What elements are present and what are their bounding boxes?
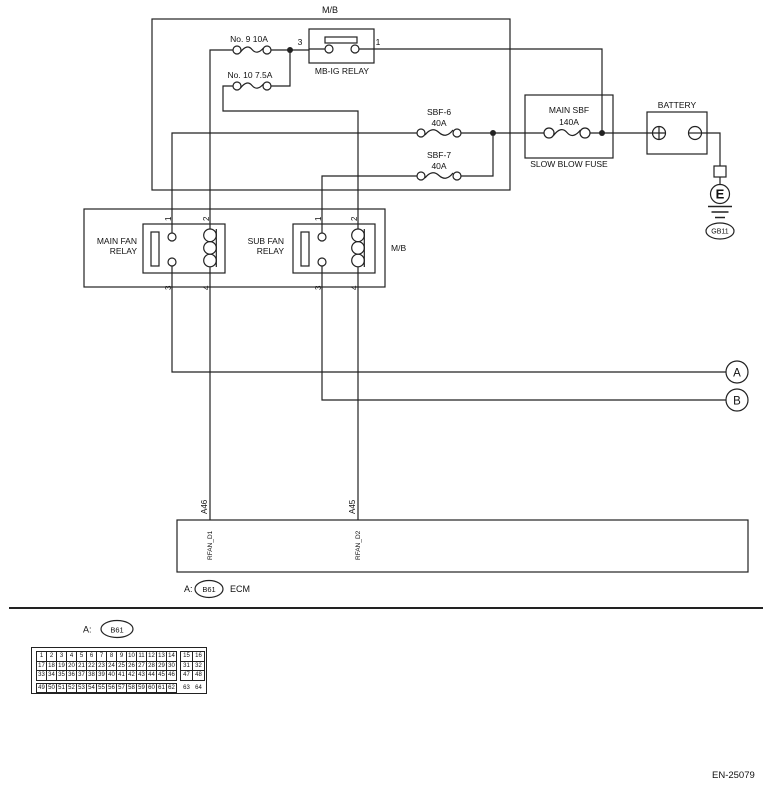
wire-fuse9-to-main-coil — [209, 49, 233, 229]
battery-label: BATTERY — [658, 100, 697, 110]
main-sbf-rating: 140A — [559, 117, 579, 127]
earth-ground-icon — [708, 205, 732, 219]
mbig-pin3-label: 3 — [298, 37, 303, 47]
main-relay-contact-pin1 — [167, 232, 177, 242]
main-fan-relay-label-2: RELAY — [110, 246, 138, 256]
sub-relay-pin4: 4 — [350, 285, 359, 290]
ground-e-circle — [709, 183, 731, 205]
ecm-pin-a45: A45 — [348, 499, 357, 514]
pin-cell: 64 — [192, 682, 205, 693]
ecm-ref-label: B61 — [202, 585, 215, 594]
main-relay-pin2: 2 — [202, 216, 211, 221]
sbf6-name: SBF-6 — [427, 107, 451, 117]
slow-blow-fuse-box — [524, 94, 614, 159]
mbig-relay-outline — [308, 28, 375, 64]
ecm-signal-rfan-d1: RFAN_D1 — [207, 530, 214, 560]
slow-blow-fuse-caption: SLOW BLOW FUSE — [530, 159, 608, 169]
ground-code-ellipse — [705, 222, 735, 240]
ecm-ref-prefix: A: — [184, 584, 193, 594]
sub-relay-pin1: 1 — [314, 216, 323, 221]
battery-negative-terminal-icon — [687, 125, 703, 141]
ground-letter: E — [716, 187, 725, 202]
main-relay-pin3: 3 — [164, 285, 173, 290]
connector-b-circle — [725, 388, 749, 412]
sbf7-name: SBF-7 — [427, 150, 451, 160]
sub-relay-contact-pin3 — [317, 257, 327, 267]
sub-relay-pin3: 3 — [314, 285, 323, 290]
mbig-contact-pin3 — [324, 44, 334, 54]
connector-a-circle — [725, 360, 749, 384]
main-relay-pin1: 1 — [164, 216, 173, 221]
ecm-ref-ellipse — [194, 579, 224, 599]
pinout-ref-label: B61 — [110, 626, 123, 635]
wire-fuse10-riser — [271, 50, 291, 87]
wire-mbig-pin1-to-mainline — [374, 48, 603, 133]
fuse-no9-label: No. 9 10A — [230, 34, 268, 44]
main-fan-relay-label-1: MAIN FAN — [97, 236, 137, 246]
mbig-relay-contact-bar — [324, 36, 358, 44]
relay-mb-box — [83, 208, 386, 288]
fuse-sbf7-symbol — [416, 171, 462, 181]
sbf7-rating: 40A — [431, 161, 446, 171]
connector-b-label: B — [733, 396, 741, 408]
mbig-contact-pin1 — [350, 44, 360, 54]
fusebox-mb-label: M/B — [322, 5, 338, 15]
sub-fan-relay-contact-bar — [300, 231, 310, 267]
junction-dot — [490, 130, 496, 136]
main-sbf-name: MAIN SBF — [549, 105, 589, 115]
main-relay-contact-pin3 — [167, 257, 177, 267]
fusebox-mb-outline — [151, 18, 511, 191]
pin-cell: 62 — [166, 682, 177, 693]
main-fan-relay-outline — [142, 223, 226, 274]
pinout-ref-ellipse — [100, 619, 134, 639]
ground-code-label: GB11 — [711, 229, 728, 236]
sub-fan-relay-label-1: SUB FAN — [248, 236, 284, 246]
wire-fuse10-to-sub-coil — [222, 85, 359, 229]
wire-sbf7-to-sub-relay-pin1 — [321, 175, 417, 233]
sub-relay-coil — [351, 228, 365, 268]
wire-sbf6-to-main-relay-pin1 — [171, 132, 417, 233]
ground-connector-box — [713, 165, 727, 178]
wire-sub-relay-pin3-to-b — [321, 266, 726, 401]
wire-sbf7-junction — [461, 136, 494, 177]
relay-mb-label: M/B — [391, 243, 406, 253]
mbig-pin1-label: 1 — [376, 37, 381, 47]
junction-dot — [599, 130, 605, 136]
junction-dot — [287, 47, 293, 53]
figure-code: EN-25079 — [712, 770, 755, 781]
wire-main-relay-pin3-to-a — [171, 266, 726, 373]
ecm-name-label: ECM — [230, 584, 250, 594]
fuse-main-sbf-symbol — [543, 127, 591, 139]
sub-relay-contact-pin1 — [317, 232, 327, 242]
battery-positive-terminal-icon — [651, 125, 667, 141]
ecm-pin-a46: A46 — [200, 499, 209, 514]
pin-cell: 46 — [166, 670, 177, 681]
fuse-no9-symbol — [232, 45, 272, 55]
connector-a-label: A — [733, 368, 741, 380]
pin-cell: 63 — [180, 682, 193, 693]
fuse-sbf6-symbol — [416, 128, 462, 138]
sub-relay-pin2: 2 — [350, 216, 359, 221]
fuse-no10-label: No. 10 7.5A — [228, 70, 273, 80]
main-relay-pin4: 4 — [202, 285, 211, 290]
pin-cell: 48 — [192, 670, 205, 681]
mbig-relay-label: MB-IG RELAY — [315, 66, 369, 76]
wire-battery-to-ground — [701, 132, 721, 185]
main-fan-relay-contact-bar — [150, 231, 160, 267]
ecm-outline — [176, 519, 749, 573]
sbf6-rating: 40A — [431, 118, 446, 128]
sub-fan-relay-outline — [292, 223, 376, 274]
main-relay-coil — [203, 228, 217, 268]
pinout-ref-prefix: A: — [83, 625, 92, 635]
sub-fan-relay-label-2: RELAY — [257, 246, 285, 256]
ecm-signal-rfan-d2: RFAN_D2 — [355, 530, 362, 560]
fuse-no10-symbol — [232, 81, 272, 91]
